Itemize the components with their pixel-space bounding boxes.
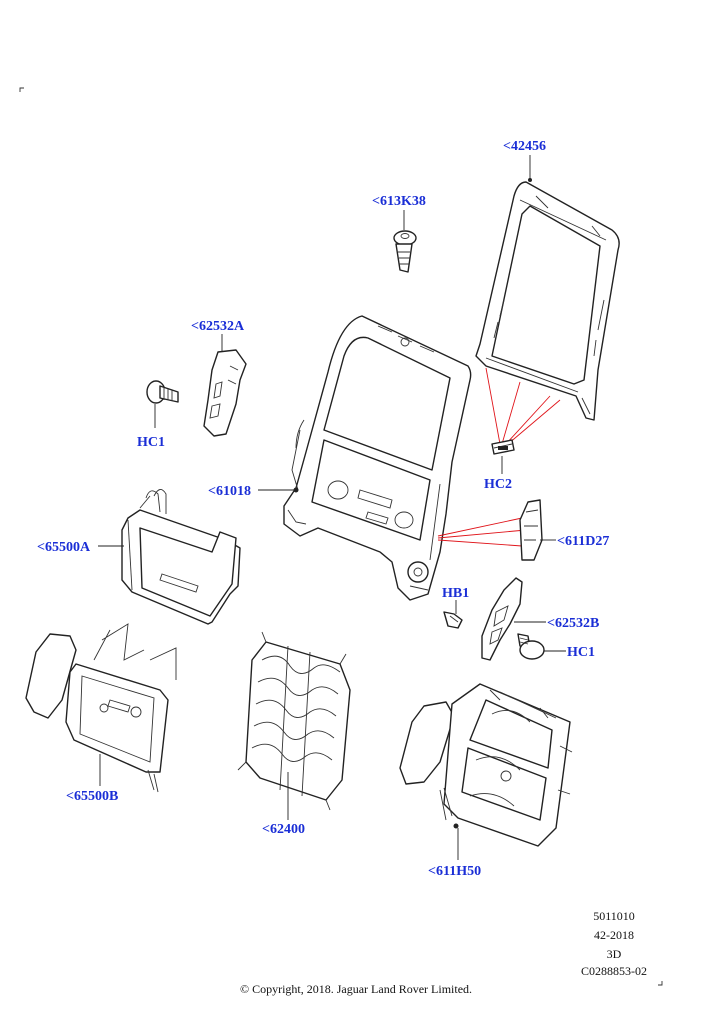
info-line-1: 5011010	[593, 909, 635, 923]
callout-611h50[interactable]: <611H50	[428, 864, 481, 879]
info-line-2: 42-2018	[594, 928, 634, 942]
callout-62532b[interactable]: <62532B	[547, 616, 599, 631]
part-62400-spring-mat[interactable]	[237, 631, 351, 811]
callout-65500b[interactable]: <65500B	[66, 789, 118, 804]
callout-62532a[interactable]: <62532A	[191, 319, 245, 334]
part-hc2-clip[interactable]	[491, 439, 515, 455]
callout-hc2[interactable]: HC2	[484, 477, 512, 492]
callout-42456[interactable]: <42456	[503, 139, 546, 154]
part-611h50-cushion-frame[interactable]	[399, 683, 573, 847]
part-62532b-bracket[interactable]	[481, 577, 523, 661]
part-42456-frame[interactable]	[475, 178, 620, 421]
leader-red-hc2	[485, 367, 561, 445]
callout-hb1[interactable]: HB1	[442, 586, 469, 601]
callout-61018[interactable]: <61018	[208, 484, 251, 499]
part-62532a-bracket[interactable]	[203, 349, 247, 437]
copyright-notice: © Copyright, 2018. Jaguar Land Rover Lim…	[240, 982, 472, 996]
part-65500b-cushion-pad[interactable]	[25, 623, 177, 793]
part-613k38-screw[interactable]	[393, 230, 417, 273]
info-line-3: 3D	[607, 947, 622, 961]
part-hc1-right-clip[interactable]	[517, 633, 545, 660]
corner-mark-bottom-right	[658, 981, 663, 986]
callout-hc1-right[interactable]: HC1	[567, 645, 595, 660]
leader-red-611d27	[437, 517, 527, 547]
callout-613k38[interactable]: <613K38	[372, 194, 426, 209]
part-65500a-back-panel[interactable]	[121, 489, 241, 625]
part-hb1-screw[interactable]	[443, 611, 463, 629]
callout-65500a[interactable]: <65500A	[37, 540, 91, 555]
corner-mark-top-left	[19, 87, 24, 92]
callout-hc1-left[interactable]: HC1	[137, 435, 165, 450]
info-line-4: C0288853-02	[581, 964, 647, 978]
callout-611d27[interactable]: <611D27	[557, 534, 609, 549]
part-61018-seat-frame[interactable]	[283, 315, 472, 601]
part-hc1-left-clip[interactable]	[146, 380, 179, 404]
callout-62400[interactable]: <62400	[262, 822, 305, 837]
part-611d27-bracket[interactable]	[519, 499, 543, 561]
